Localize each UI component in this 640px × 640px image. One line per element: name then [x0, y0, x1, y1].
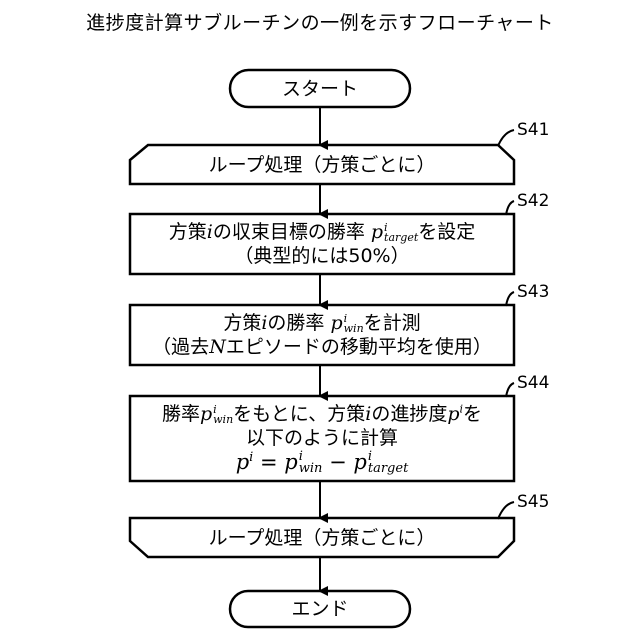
step-label-s45: S45 [517, 492, 549, 512]
end-label: エンド [291, 597, 348, 621]
step-label-s41: S41 [517, 120, 549, 140]
process-s43-node: 方策iの勝率 piwinを計測 （過去Nエピソードの移動平均を使用） [130, 305, 514, 365]
p-win-symbol: piwin [200, 403, 233, 425]
progress-equation: pi = piwin − pitarget [236, 450, 409, 475]
loop-end-node: ループ処理（方策ごとに） [130, 518, 514, 557]
step-label-s43: S43 [517, 282, 549, 302]
s44-line1: 勝率piwinをもとに、方策iの進捗度piを [162, 402, 482, 426]
process-s44-node: 勝率piwinをもとに、方策iの進捗度piを 以下のように計算 pi = piw… [130, 396, 514, 481]
loop-end-label: ループ処理（方策ごとに） [209, 526, 436, 550]
loop-start-label: ループ処理（方策ごとに） [209, 153, 436, 177]
process-s42-node: 方策iの収束目標の勝率 pitargetを設定 （典型的には50%） [130, 214, 514, 274]
p-i-symbol: pi [447, 403, 463, 425]
leader-s45 [498, 502, 514, 519]
s43-line2: （過去Nエピソードの移動平均を使用） [152, 335, 492, 359]
step-label-s42: S42 [517, 191, 549, 211]
s42-line1: 方策iの収束目標の勝率 pitargetを設定 [169, 220, 476, 244]
s42-line2: （典型的には50%） [234, 244, 409, 268]
p-target-symbol: pitarget [371, 221, 418, 243]
leader-s41 [498, 130, 514, 146]
p-win-symbol: piwin [330, 312, 363, 334]
end-node: エンド [230, 591, 410, 627]
loop-start-node: ループ処理（方策ごとに） [130, 145, 514, 184]
s44-line2: 以下のように計算 [246, 426, 398, 450]
s43-line1: 方策iの勝率 piwinを計測 [223, 311, 420, 335]
step-label-s44: S44 [517, 373, 549, 393]
start-node: スタート [230, 70, 410, 107]
start-label: スタート [282, 77, 358, 101]
